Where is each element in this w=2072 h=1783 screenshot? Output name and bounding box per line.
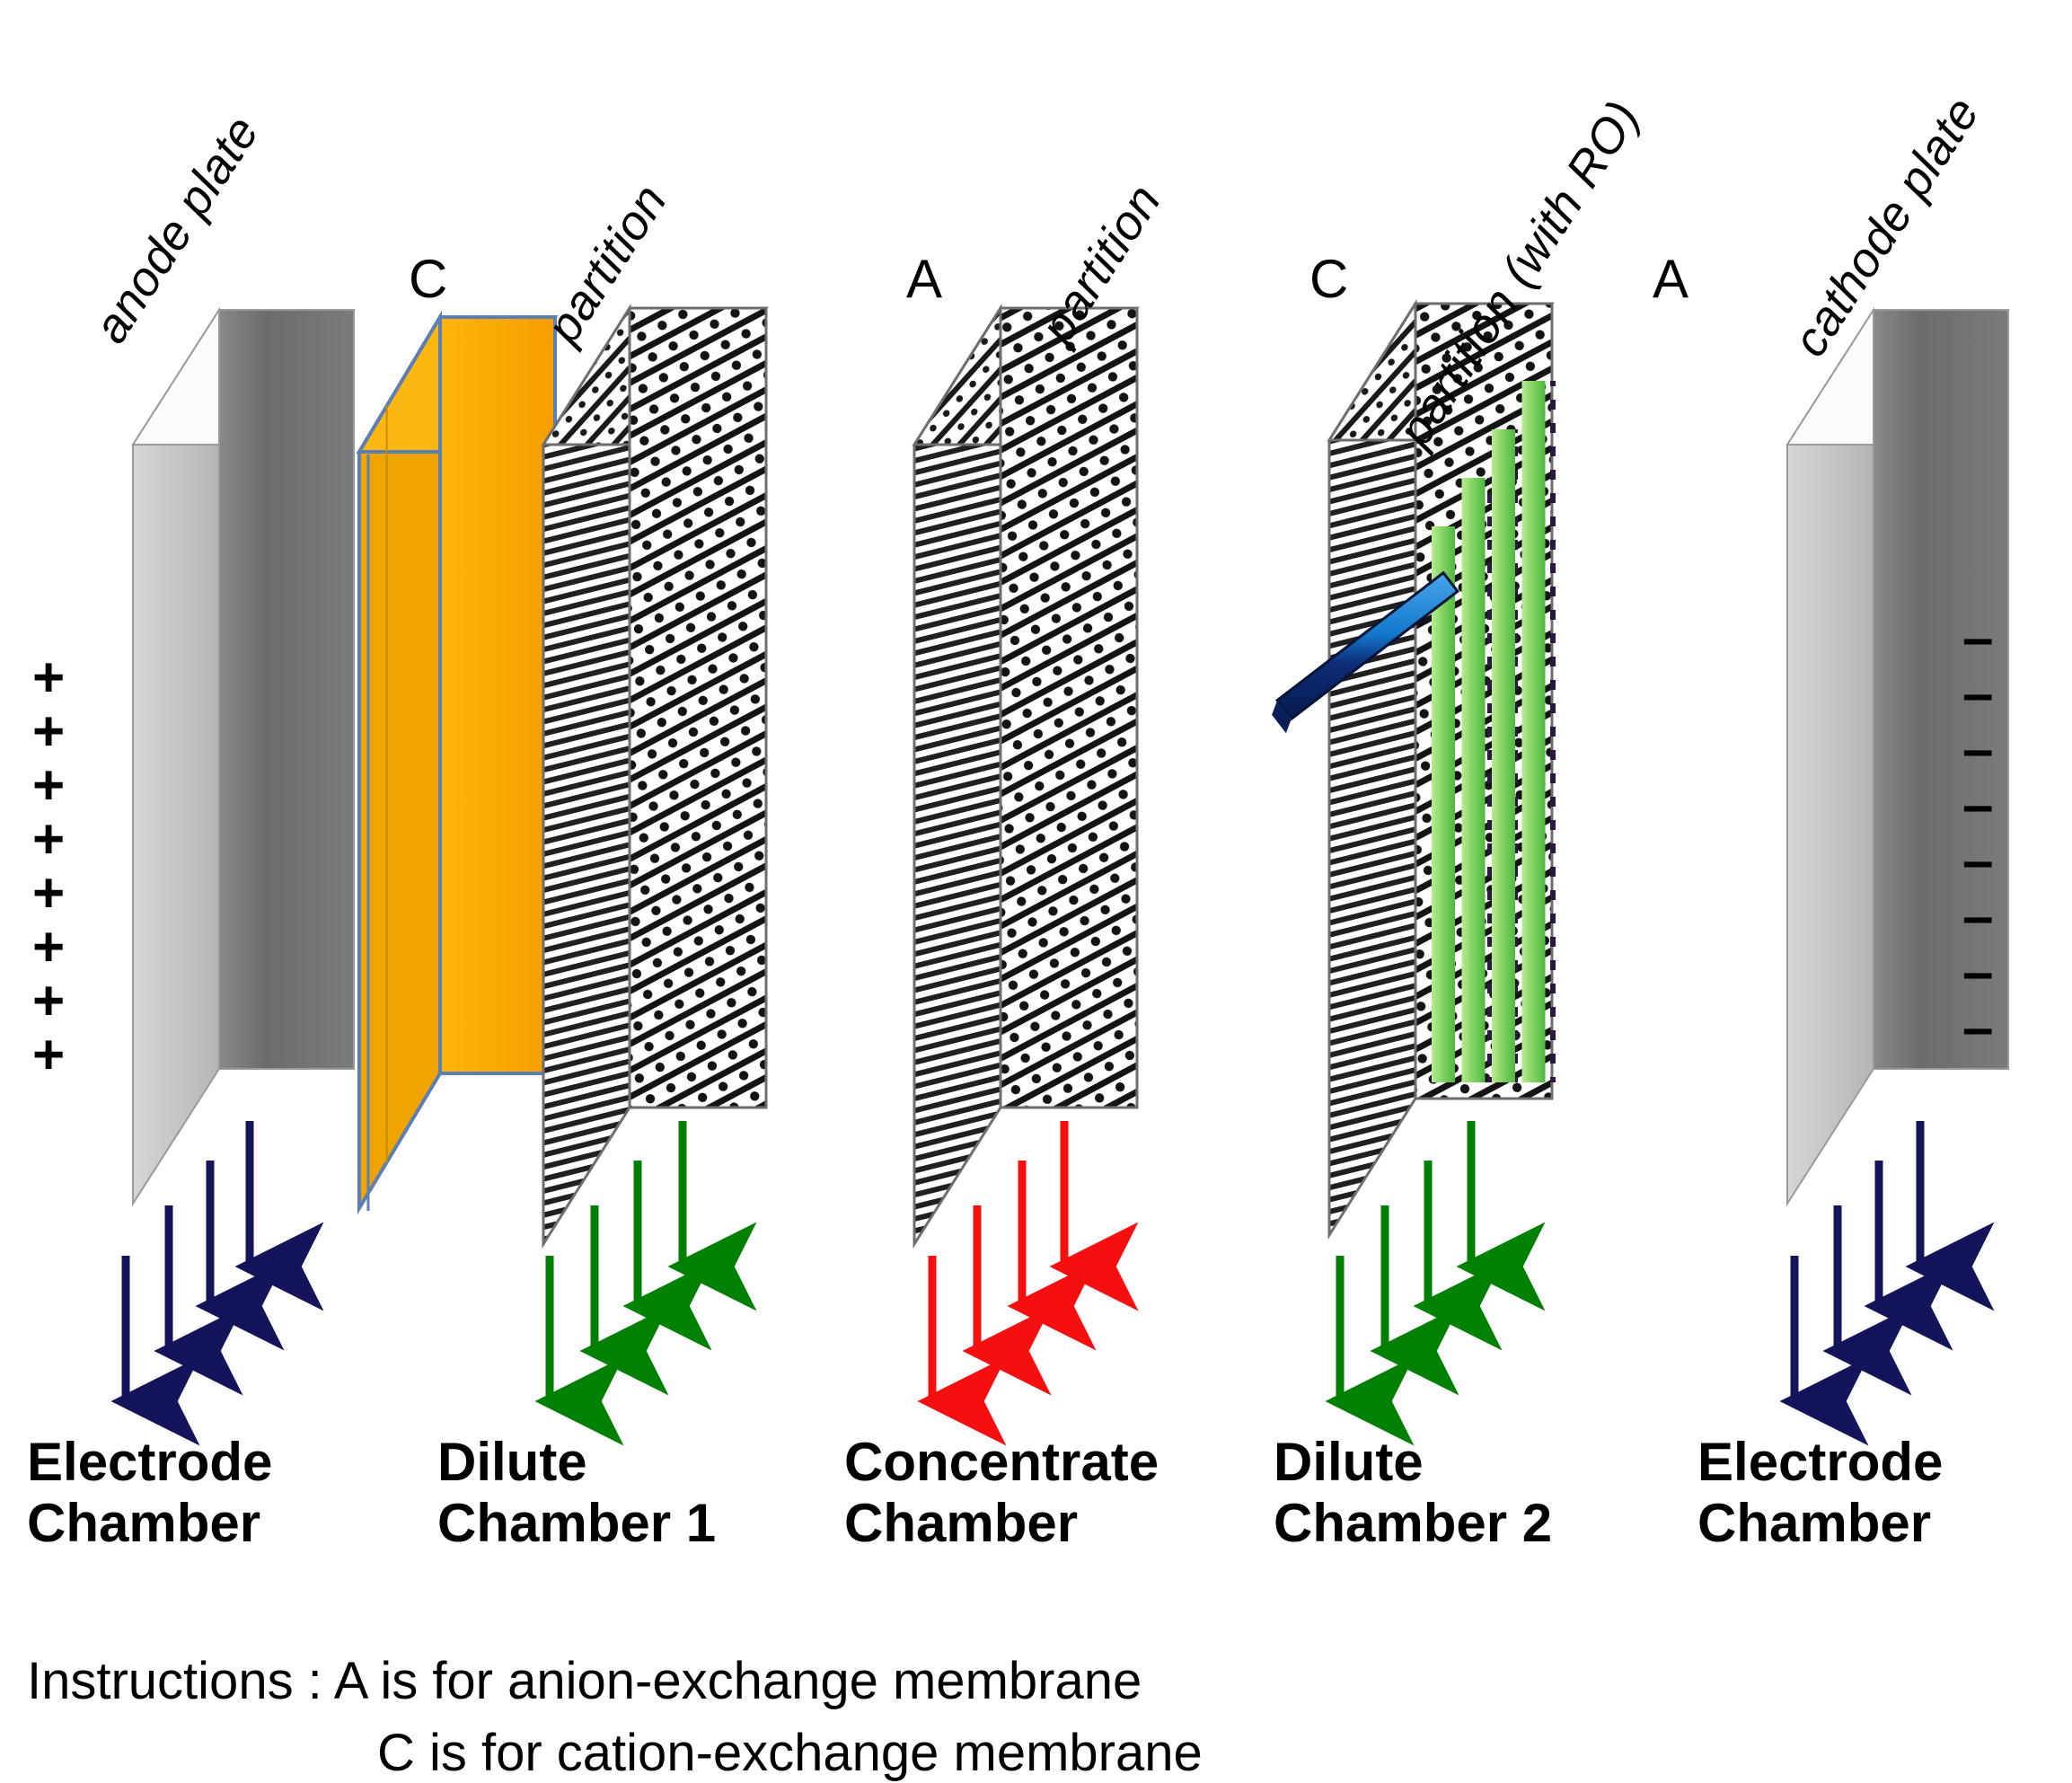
- slab-layer: [131, 298, 2010, 1249]
- label-cation-membrane-2: C: [1309, 249, 1349, 309]
- dilute-chamber-2-arrows: [1325, 1121, 1546, 1446]
- minus-sign: –: [1962, 663, 1994, 725]
- slab-side-face: [542, 303, 631, 1249]
- chamber-label-line-1: Dilute: [437, 1432, 587, 1492]
- minus-sign: –: [1962, 719, 1994, 781]
- chamber-label-line-1: Dilute: [1274, 1432, 1424, 1492]
- slab-front-face: [218, 309, 355, 1070]
- slab-front-face: [1873, 309, 2009, 1070]
- chamber-label-line-1: Concentrate: [844, 1432, 1159, 1492]
- concentrate-chamber-arrows: [917, 1121, 1139, 1446]
- slab-anode-plate: [131, 306, 356, 1207]
- plus-sign: +: [32, 862, 66, 924]
- plus-sign: +: [32, 808, 66, 870]
- flow-arrow-layer: [110, 1121, 1995, 1446]
- slab-partition-1: [541, 303, 769, 1249]
- slab-front-face: [438, 315, 557, 1075]
- chamber-label-line-1: Electrode: [27, 1432, 273, 1492]
- label-anion-membrane-1: A: [906, 249, 943, 309]
- ro-feed-tube: [1272, 570, 1460, 734]
- plus-sign: +: [32, 970, 66, 1032]
- chamber-label-line-1: Electrode: [1697, 1432, 1944, 1492]
- ro-tube-end-cap: [1272, 700, 1292, 734]
- plus-sign: +: [32, 916, 66, 978]
- slab-side-face: [913, 303, 1002, 1249]
- instructions-line-1: Instructions : A is for anion-exchange m…: [27, 1652, 1142, 1710]
- slab-anion-exchange-membrane-partition-2: [912, 303, 1140, 1249]
- chamber-label-line-2: Chamber: [1697, 1492, 1932, 1553]
- ro-tube-layer: [1272, 570, 1460, 734]
- ro-tube-body: [1274, 570, 1460, 721]
- ro-membrane-strip: [1432, 526, 1455, 1082]
- slab-front-face: [999, 306, 1139, 1109]
- label-cation-membrane-1: C: [409, 249, 448, 309]
- minus-sign: –: [1962, 607, 1994, 669]
- chamber-label-line-2: Chamber 1: [437, 1492, 717, 1553]
- instructions-line-2: C is for cation-exchange membrane: [377, 1724, 1203, 1782]
- minus-sign: –: [1962, 774, 1994, 836]
- slab-front-face: [628, 306, 768, 1109]
- slab-side-face: [1327, 298, 1417, 1240]
- plus-sign: +: [32, 1024, 66, 1086]
- dilute-chamber-1-arrows: [534, 1121, 757, 1446]
- slab-partition-with-ro: [1327, 298, 1556, 1240]
- plus-sign: +: [32, 647, 66, 709]
- chamber-label-line-2: Chamber: [27, 1492, 261, 1553]
- minus-sign: –: [1962, 997, 1994, 1059]
- chamber-label-line-2: Chamber 2: [1274, 1492, 1553, 1553]
- plus-sign: +: [32, 701, 66, 763]
- minus-sign: –: [1962, 941, 1994, 1003]
- minus-sign: –: [1962, 886, 1994, 948]
- ro-membrane-strip: [1461, 478, 1486, 1082]
- ro-membrane-strip: [1521, 381, 1546, 1082]
- plus-sign: +: [32, 755, 66, 816]
- electrode-chamber-right-arrows: [1779, 1121, 1995, 1446]
- electrode-chamber-left-arrows: [110, 1121, 324, 1446]
- label-anion-membrane-2: A: [1653, 249, 1689, 309]
- chamber-label-line-2: Chamber: [844, 1492, 1079, 1553]
- slab-cation-exchange-membrane-1: [356, 310, 559, 1215]
- slab-cathode-plate: [1785, 306, 2010, 1207]
- ro-membrane-strip: [1492, 429, 1515, 1082]
- ro-strip-separator: [1545, 381, 1556, 1082]
- minus-sign: –: [1962, 830, 1994, 892]
